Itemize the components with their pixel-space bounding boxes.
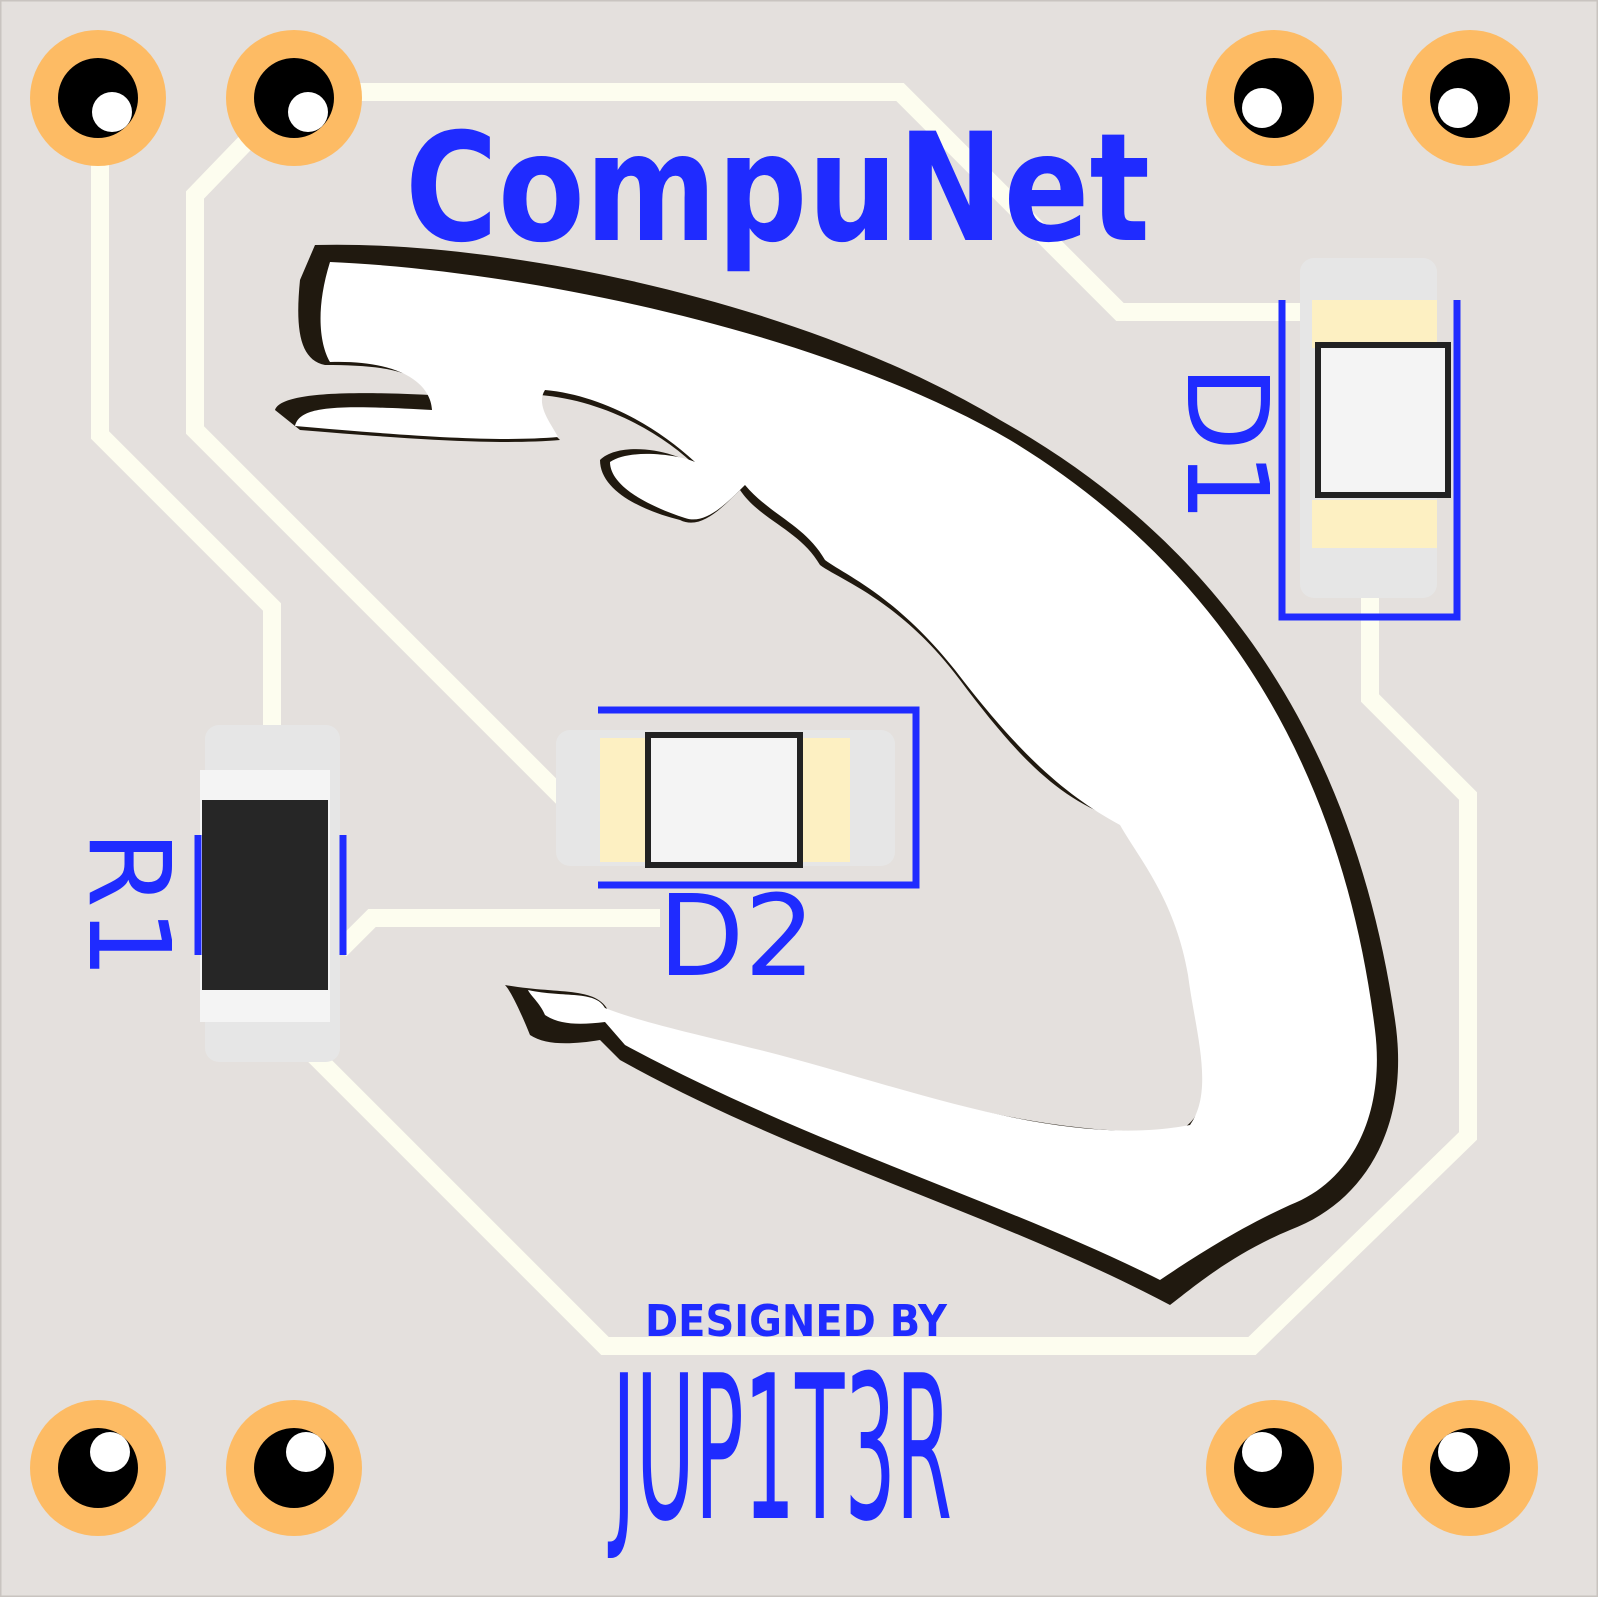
r1-body bbox=[202, 800, 328, 990]
d2-outline bbox=[598, 706, 920, 889]
component-d1: D1 bbox=[1161, 258, 1461, 621]
hole-tr1 bbox=[1206, 30, 1342, 166]
d2-body bbox=[645, 732, 803, 868]
board-title: CompuNet bbox=[405, 102, 1150, 276]
hole-br2 bbox=[1402, 1400, 1538, 1536]
hole-tl1 bbox=[30, 30, 166, 166]
component-r1: R1 bbox=[63, 725, 347, 1062]
d1-label: D1 bbox=[1161, 365, 1291, 523]
hole-br1 bbox=[1206, 1400, 1342, 1536]
r1-label: R1 bbox=[63, 830, 193, 979]
trace-d1-top bbox=[340, 83, 1310, 321]
swoosh-graphic bbox=[275, 244, 1399, 1305]
hole-bl1 bbox=[30, 1400, 166, 1536]
hole-tl2 bbox=[226, 30, 362, 166]
mounting-holes bbox=[30, 30, 1538, 1536]
trace-r1-d2 bbox=[333, 909, 660, 957]
trace-r1-top bbox=[91, 140, 281, 735]
trace-d2-left bbox=[186, 133, 572, 807]
credit-text: DESIGNED BY bbox=[645, 1296, 948, 1347]
component-d2: D2 bbox=[556, 706, 920, 1002]
d1-outline bbox=[1278, 300, 1461, 621]
d2-label: D2 bbox=[658, 872, 816, 1002]
hole-tr2 bbox=[1402, 30, 1538, 166]
d1-body bbox=[1315, 342, 1451, 498]
designer-logo: JUP1T3R bbox=[608, 1333, 952, 1566]
traces bbox=[91, 83, 1477, 1355]
trace-d1-r1 bbox=[303, 595, 1477, 1355]
hole-bl2 bbox=[226, 1400, 362, 1536]
